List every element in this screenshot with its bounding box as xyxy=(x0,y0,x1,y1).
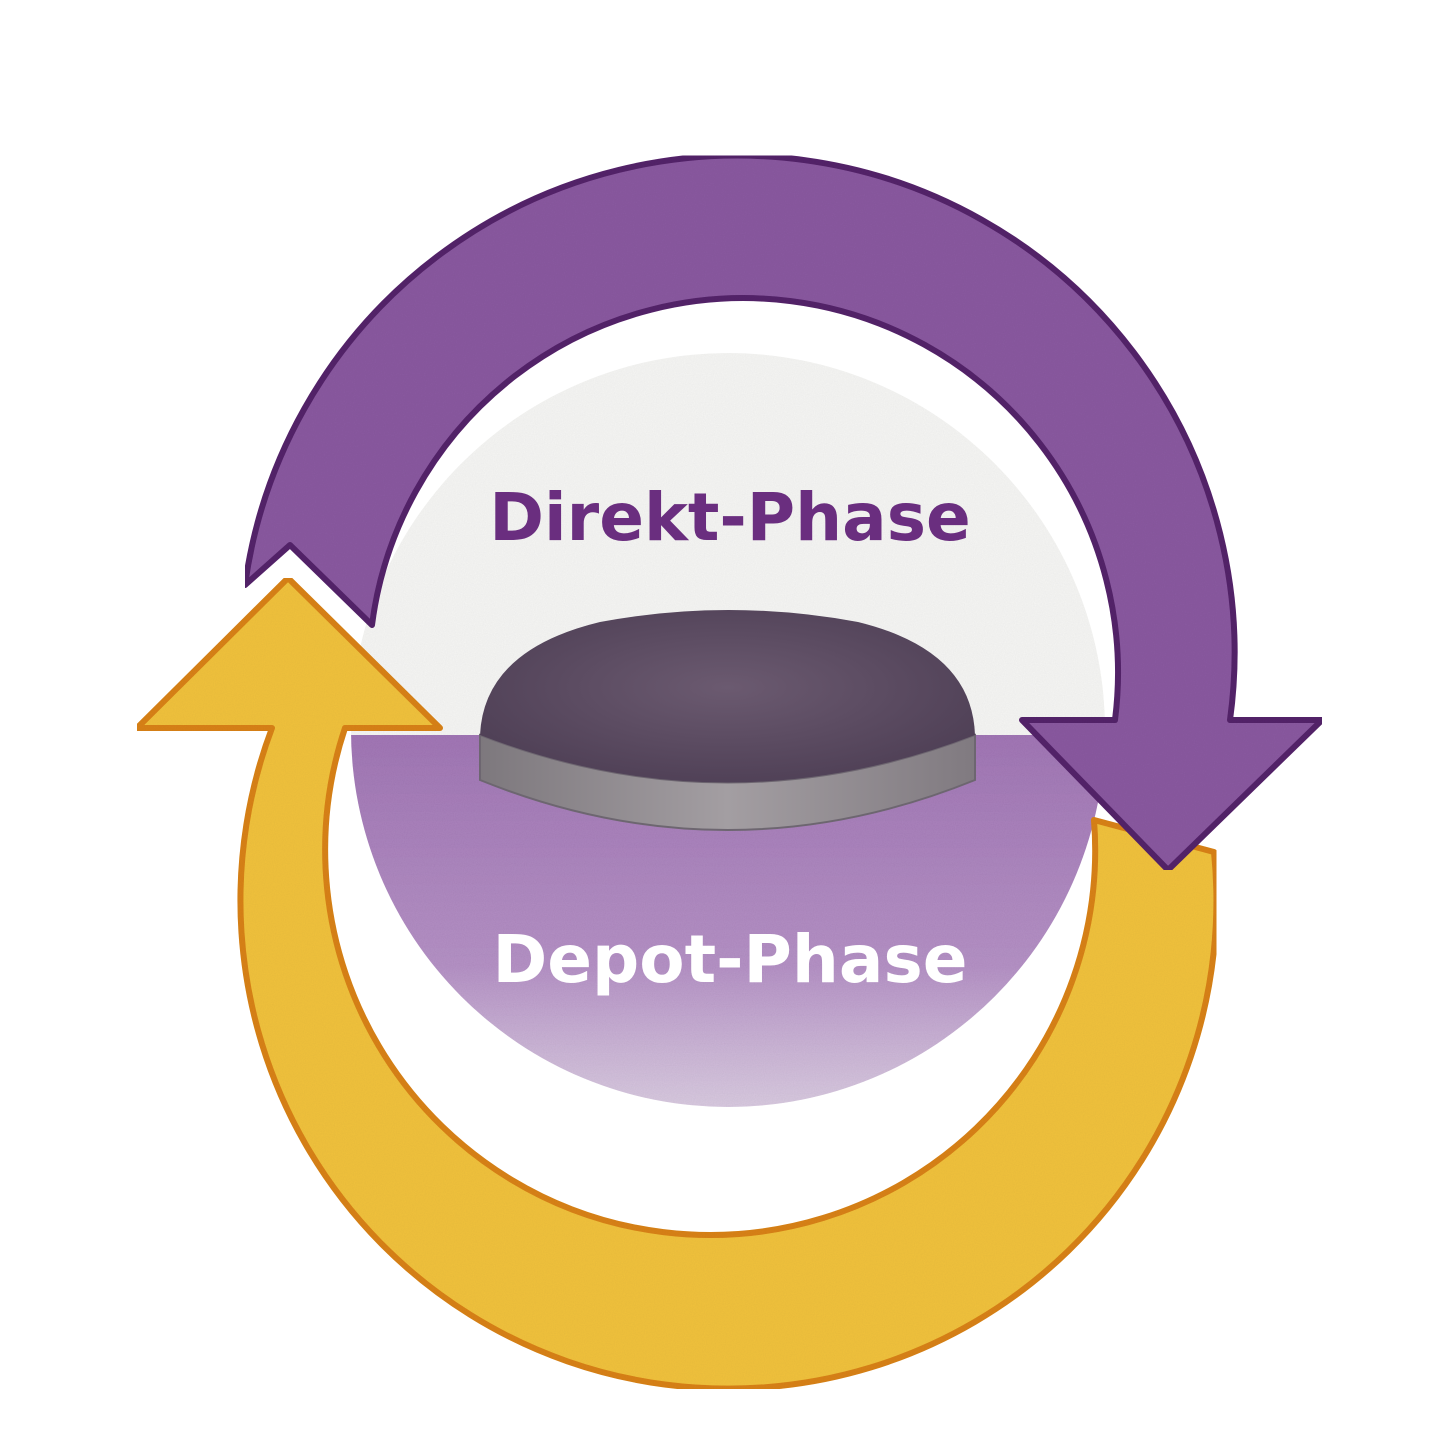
depot-cycle-arrow xyxy=(134,575,1220,1392)
direct-phase-label: Direkt-Phase xyxy=(489,479,971,556)
tablet-icon xyxy=(479,610,976,831)
depot-phase-label: Depot-Phase xyxy=(492,921,967,998)
direct-cycle-arrow xyxy=(242,152,1325,873)
tablet-top xyxy=(480,610,975,783)
